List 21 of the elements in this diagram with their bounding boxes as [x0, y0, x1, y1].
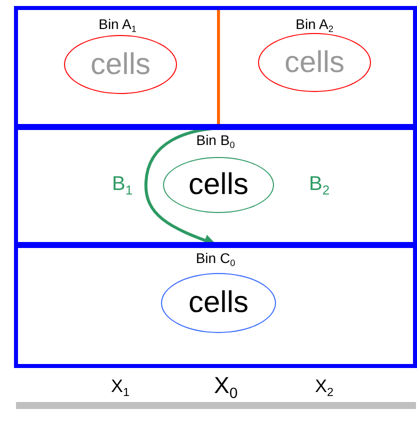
- cells-text: cells: [188, 170, 248, 200]
- position-label: X$_{1}$: [111, 376, 130, 397]
- bin-box: [14, 124, 417, 248]
- cell-ellipse: [163, 157, 274, 213]
- cell-ellipse: [64, 35, 177, 94]
- region-label: B$_{2}$: [309, 173, 330, 196]
- region-label: B$_{1}$: [112, 173, 133, 196]
- bin-title: Bin B$_{0}$: [196, 132, 235, 148]
- cells-text: cells: [90, 50, 150, 80]
- bin-box: [14, 6, 220, 130]
- cell-ellipse: [258, 33, 371, 92]
- bin-title: Bin C$_{0}$: [196, 250, 236, 266]
- position-label: X$_{0}$: [214, 372, 238, 399]
- cell-ellipse: [161, 273, 276, 333]
- cells-text: cells: [284, 48, 344, 78]
- cells-text: cells: [188, 288, 248, 318]
- bin-title: Bin A$_{2}$: [296, 16, 334, 32]
- bin-box: [216, 6, 417, 130]
- bin-box: [14, 242, 417, 368]
- position-label: X$_{2}$: [315, 376, 334, 397]
- bin-title: Bin A$_{1}$: [98, 16, 136, 32]
